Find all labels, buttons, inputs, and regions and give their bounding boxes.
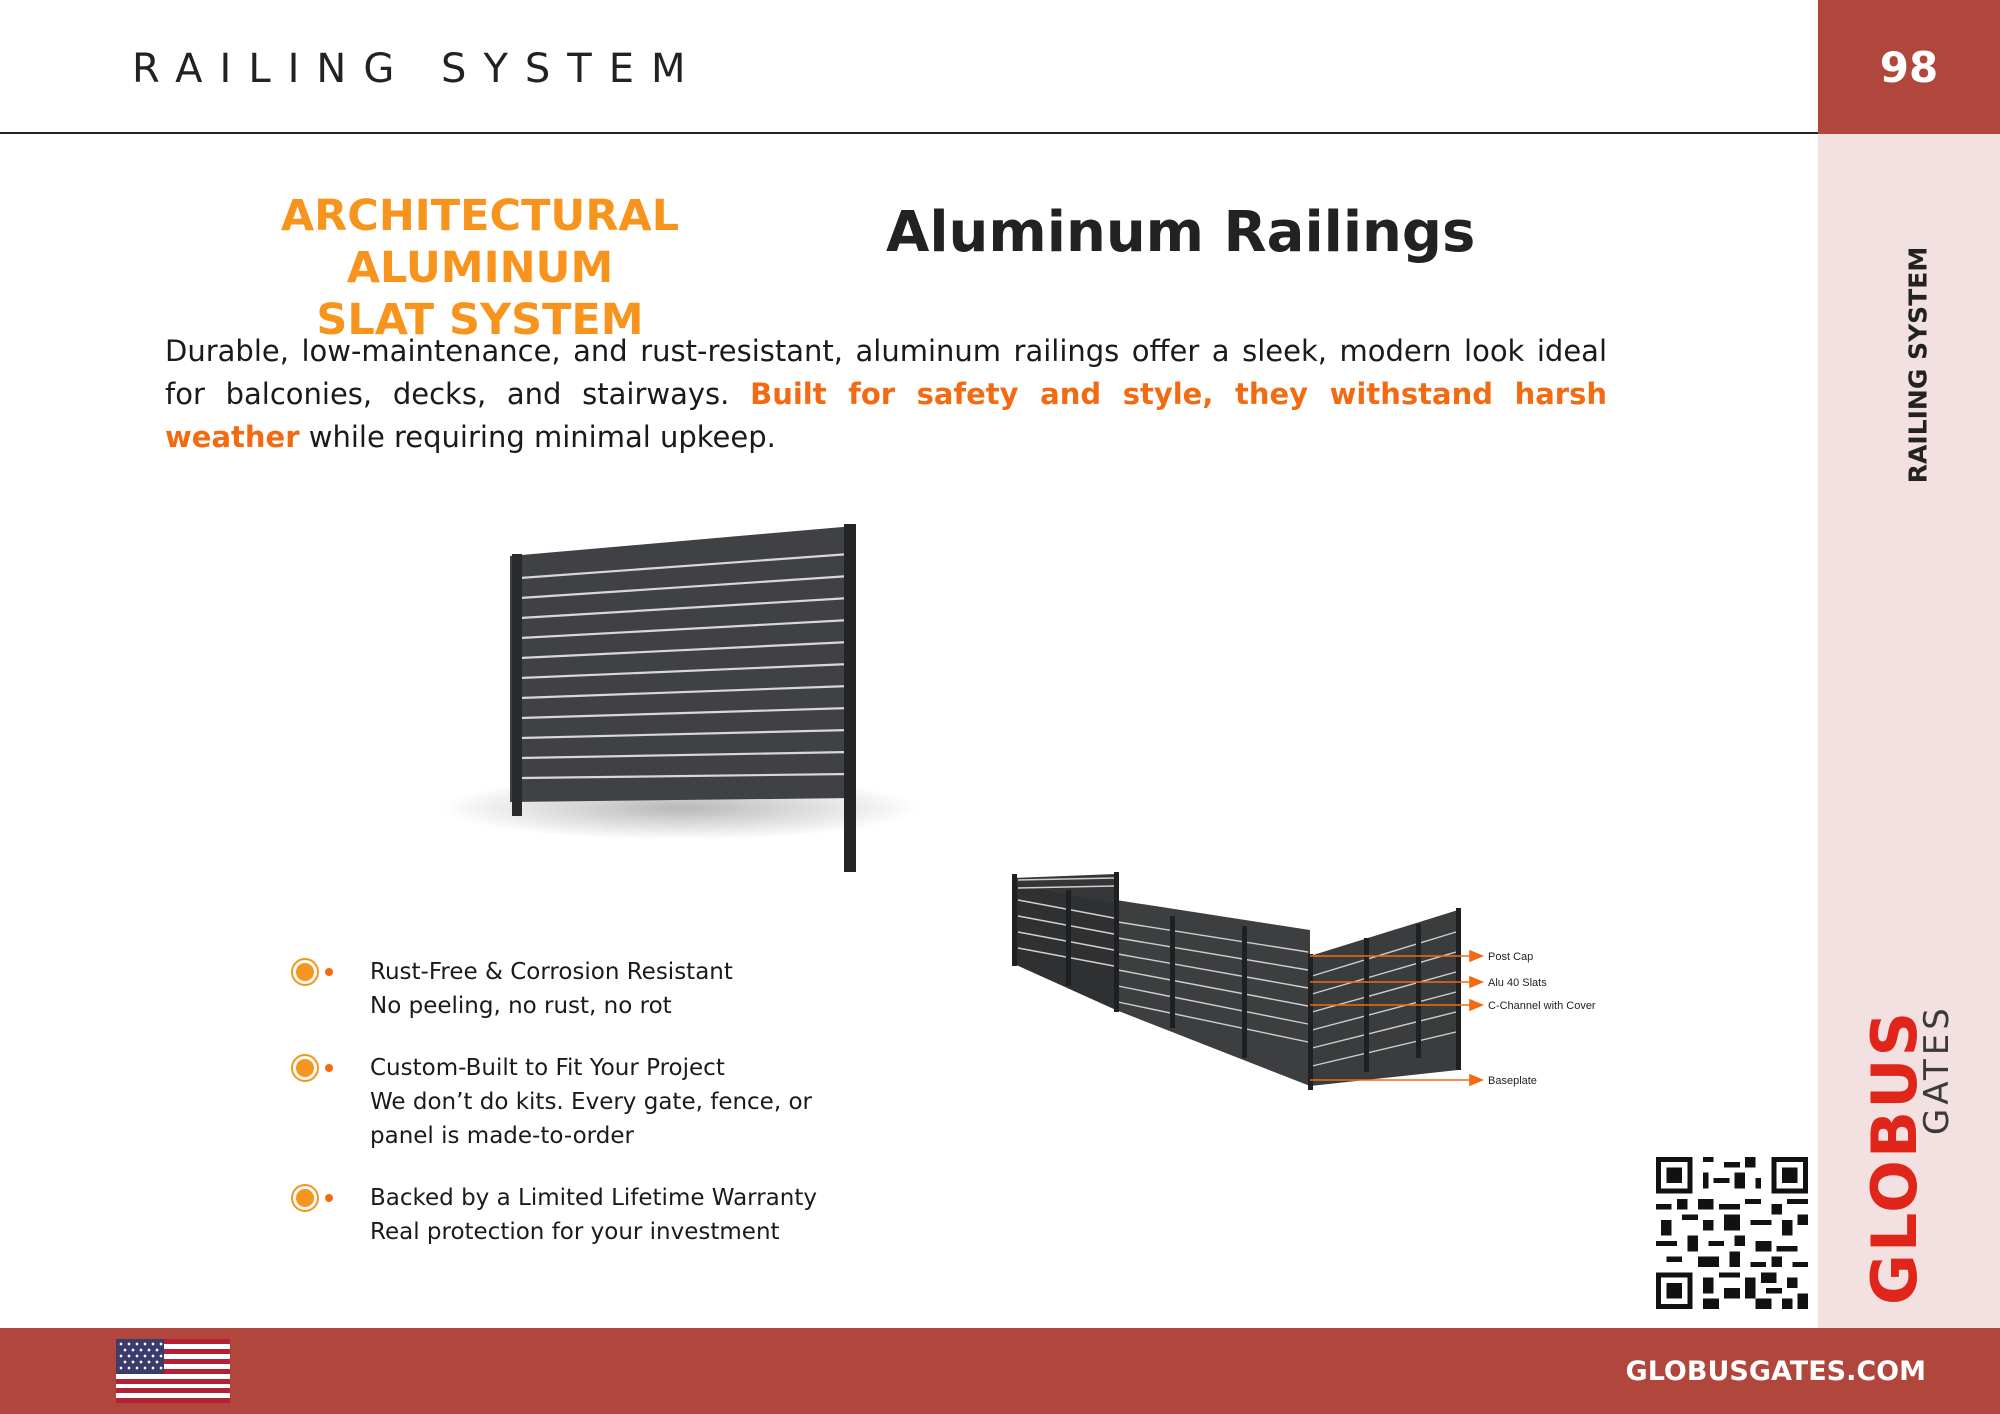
feature-desc: No peeling, no rust, no rot xyxy=(370,993,672,1019)
intro-paragraph: Durable, low-maintenance, and rust-resis… xyxy=(165,330,1607,459)
intro-text-1: Durable, low-maintenance, and rust-resis… xyxy=(165,334,1607,411)
logo-main-text: GLOBUS xyxy=(1862,1010,1931,1305)
feature-title: Custom-Built to Fit Your Project xyxy=(370,1055,725,1081)
side-panel xyxy=(1818,0,2000,1330)
diagram-label-slats: Alu 40 Slats xyxy=(1488,977,1547,989)
system-subtitle: ARCHITECTURAL ALUMINUM SLAT SYSTEM xyxy=(150,190,810,346)
diagram-label-baseplate: Baseplate xyxy=(1488,1075,1537,1087)
header-title: RAILING SYSTEM xyxy=(132,46,703,92)
feature-desc: We don’t do kits. Every gate, fence, or xyxy=(370,1089,812,1115)
slat-panel-image xyxy=(440,524,920,872)
qr-code-icon[interactable] xyxy=(1656,1157,1808,1309)
feature-list: Rust-Free & Corrosion Resistant No peeli… xyxy=(290,955,910,1277)
us-flag-icon xyxy=(116,1339,230,1403)
feature-item: Custom-Built to Fit Your Project We don’… xyxy=(290,1051,910,1153)
page-number-box: 98 xyxy=(1818,0,2000,134)
bullet-target-icon xyxy=(291,958,333,986)
footer-bar xyxy=(0,1328,2000,1414)
website-link[interactable]: GLOBUSGATES.COM xyxy=(1625,1356,1926,1387)
header-divider xyxy=(0,132,1822,134)
page-number: 98 xyxy=(1879,42,1939,92)
bullet-target-icon xyxy=(291,1184,333,1212)
intro-text-2: while requiring minimal upkeep. xyxy=(299,420,776,454)
system-subtitle-line1: ARCHITECTURAL ALUMINUM xyxy=(280,191,680,293)
feature-desc-cont: panel is made-to-order xyxy=(370,1123,634,1149)
intro-highlight: Built for safety and style, they withsta… xyxy=(165,377,1607,454)
feature-item: Rust-Free & Corrosion Resistant No peeli… xyxy=(290,955,910,1023)
feature-item: Backed by a Limited Lifetime Warranty Re… xyxy=(290,1181,910,1249)
logo-sub-text: GATES xyxy=(1917,1004,1952,1135)
fence-diagram-image: Post Cap Alu 40 Slats C-Channel with Cov… xyxy=(1012,872,1596,1090)
diagram-label-post-cap: Post Cap xyxy=(1488,951,1533,963)
bullet-target-icon xyxy=(291,1054,333,1082)
globus-gates-logo: GLOBUS GATES xyxy=(1862,1004,1952,1305)
page-title: Aluminum Railings xyxy=(886,200,1476,265)
system-subtitle-line2: SLAT SYSTEM xyxy=(316,295,644,345)
diagram-label-c-channel: C-Channel with Cover xyxy=(1488,1000,1596,1012)
feature-title: Rust-Free & Corrosion Resistant xyxy=(370,959,733,985)
sidebar-section-label: RAILING SYSTEM xyxy=(1903,246,1933,484)
feature-desc: Real protection for your investment xyxy=(370,1219,780,1245)
feature-title: Backed by a Limited Lifetime Warranty xyxy=(370,1185,817,1211)
